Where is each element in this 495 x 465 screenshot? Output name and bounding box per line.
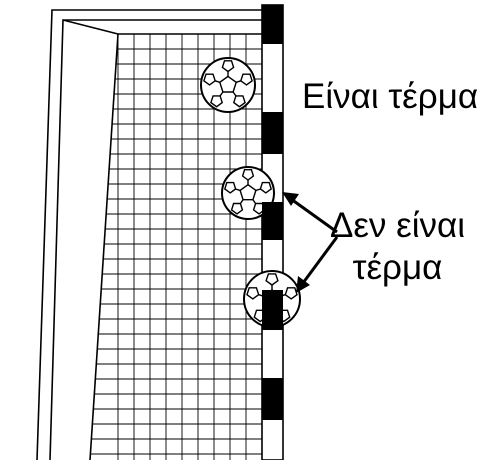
post-band — [262, 112, 283, 154]
frame-outer-line — [36, 9, 262, 461]
soccer-ball-icon — [221, 166, 275, 220]
goal-label: Είναι τέρμα — [302, 77, 479, 116]
post-band — [262, 5, 283, 44]
net-left-edge — [89, 33, 119, 461]
post-band — [262, 202, 283, 240]
post-band — [262, 290, 283, 330]
post-band — [262, 378, 283, 420]
arrow-icon — [282, 192, 338, 234]
not-goal-label: Δεν είναι τέρμα — [329, 206, 466, 287]
arrow-icon — [296, 236, 339, 293]
soccer-ball-icon — [200, 57, 256, 113]
frame-back-diagonal — [62, 19, 119, 35]
